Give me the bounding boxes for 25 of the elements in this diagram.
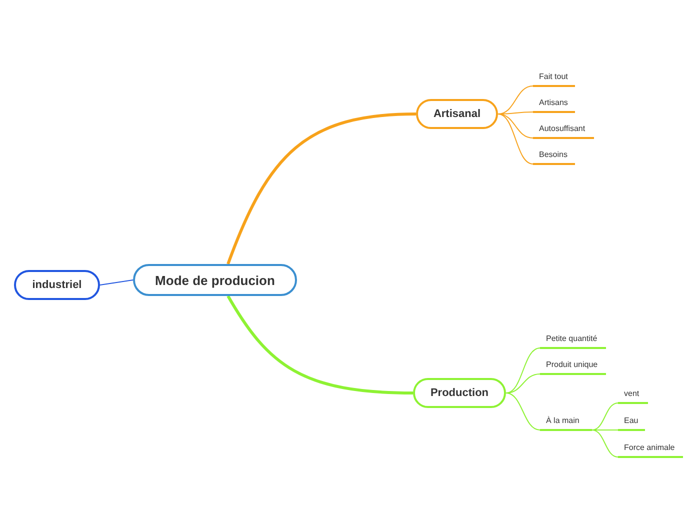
connector-line xyxy=(506,374,540,394)
topic-box: Production xyxy=(413,378,506,408)
connector-line xyxy=(226,295,414,394)
subtopic-label: Autosuffisant xyxy=(533,124,594,139)
subtopic-label: Petite quantité xyxy=(540,334,606,349)
connector-line xyxy=(592,430,618,458)
topic-box: Artisanal xyxy=(416,99,498,129)
connector-line xyxy=(498,86,534,114)
connector-line xyxy=(592,402,618,430)
subtopic-label: Eau xyxy=(618,416,645,431)
connector-line xyxy=(506,348,540,394)
subtopic-label: Artisans xyxy=(533,98,575,113)
subtopic-label: Force animale xyxy=(618,443,683,458)
connector-line xyxy=(100,280,134,286)
connector-line xyxy=(498,114,534,138)
subtopic-label: vent xyxy=(618,389,648,404)
subtopic-label: À la main xyxy=(540,416,592,431)
connector-line xyxy=(506,392,540,430)
central-topic-box: Mode de producion xyxy=(133,264,297,296)
subtopic-label: Besoins xyxy=(533,150,575,165)
topic-box: industriel xyxy=(14,270,100,300)
subtopic-label: Produit unique xyxy=(540,360,606,375)
subtopic-label: Fait tout xyxy=(533,72,575,87)
connector-line xyxy=(226,112,416,265)
connector-line xyxy=(498,114,534,164)
